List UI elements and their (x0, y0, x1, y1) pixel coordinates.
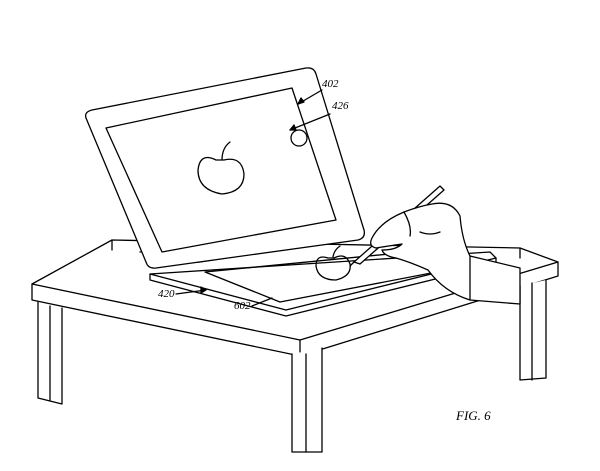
label-602: 602 (234, 300, 251, 312)
table-leg-center (291, 347, 323, 453)
apple-icon-drawing (315, 245, 351, 281)
table-leg-right (519, 279, 547, 381)
hand-with-stylus (349, 185, 521, 305)
label-402: 402 (322, 78, 339, 90)
tablet-frame (84, 67, 366, 269)
apple-icon-screen (197, 141, 245, 195)
home-button (290, 129, 308, 147)
tablet-screen (105, 87, 337, 253)
figure-caption: FIG. 6 (456, 408, 491, 423)
tablet (84, 67, 366, 269)
leader-lines (175, 89, 331, 307)
label-426: 426 (332, 100, 349, 112)
label-420: 420 (158, 288, 175, 300)
